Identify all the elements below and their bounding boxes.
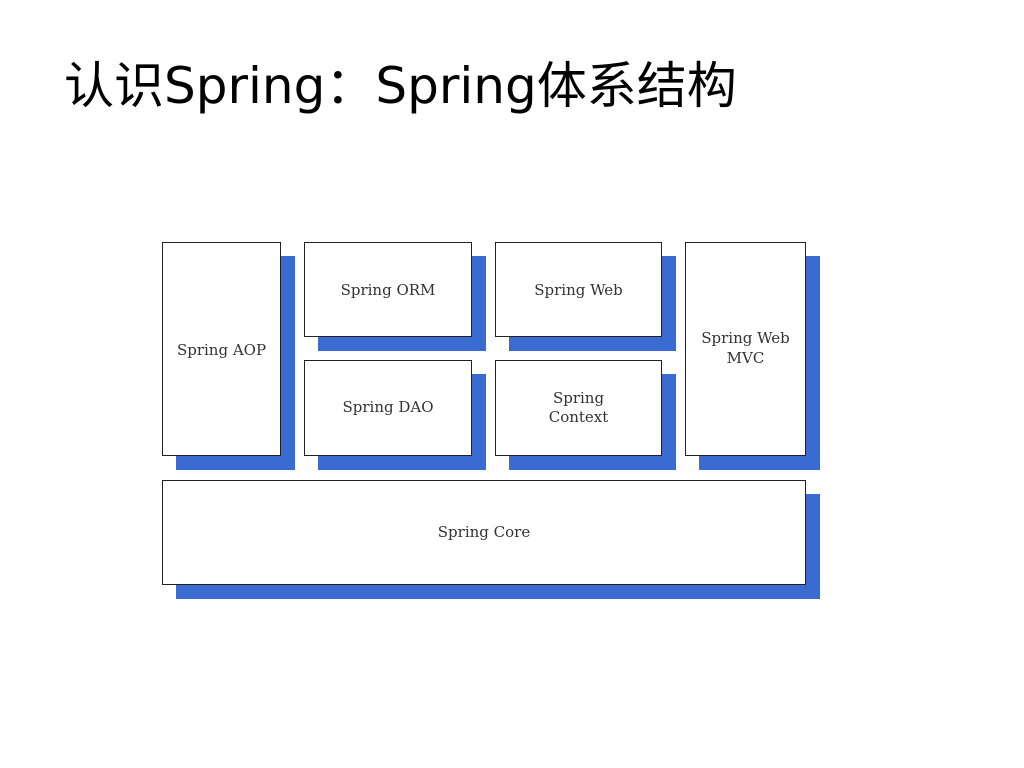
- module-box: Spring Context: [495, 360, 662, 456]
- module-box: Spring DAO: [304, 360, 472, 456]
- module-box: Spring Core: [162, 480, 806, 585]
- module-box: Spring Web MVC: [685, 242, 806, 456]
- module-label: Spring AOP: [176, 341, 267, 359]
- slide-title: 认识Spring：Spring体系结构: [64, 57, 737, 115]
- module-spring-orm: Spring ORM: [304, 242, 486, 351]
- module-spring-dao: Spring DAO: [304, 360, 486, 470]
- module-spring-context: Spring Context: [495, 360, 676, 470]
- module-spring-core: Spring Core: [162, 480, 820, 599]
- module-label: Spring Context: [548, 388, 609, 427]
- module-spring-web: Spring Web: [495, 242, 676, 351]
- module-label: Spring ORM: [340, 281, 436, 299]
- module-label: Spring Core: [437, 523, 531, 541]
- module-spring-aop: Spring AOP: [162, 242, 295, 470]
- module-label: Spring Web: [534, 281, 623, 299]
- module-label: Spring Web MVC: [701, 329, 790, 367]
- module-box: Spring ORM: [304, 242, 472, 337]
- module-spring-web-mvc: Spring Web MVC: [685, 242, 820, 470]
- module-label: Spring DAO: [342, 398, 434, 417]
- module-box: Spring AOP: [162, 242, 281, 456]
- module-box: Spring Web: [495, 242, 662, 337]
